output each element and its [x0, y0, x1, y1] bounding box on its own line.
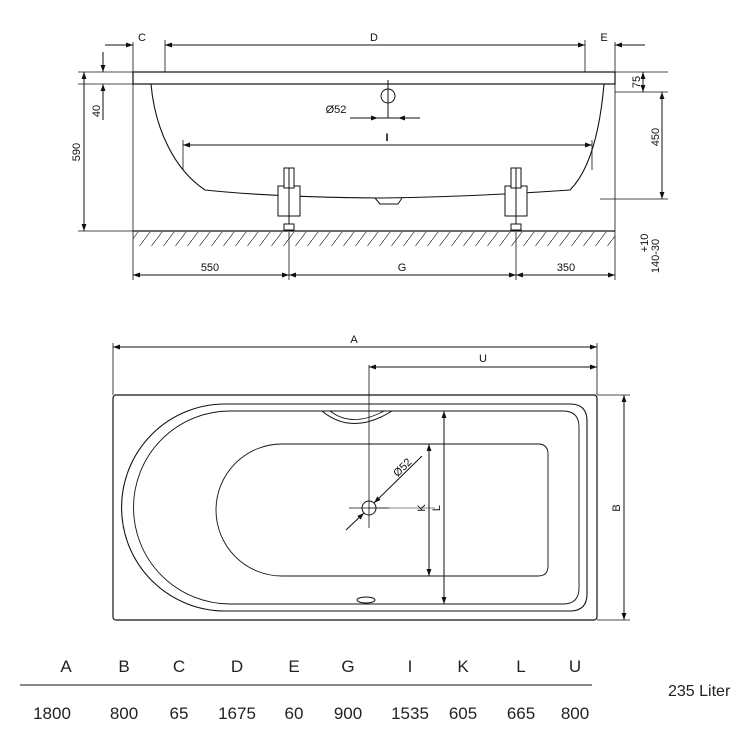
overflow-bottom — [356, 596, 376, 604]
floor-hatch — [133, 232, 615, 246]
label-drain-diameter-top: Ø52 — [391, 456, 414, 479]
tub-outer-rim — [112, 394, 598, 621]
table-header-b: B — [118, 657, 129, 676]
table-value-d: 1675 — [218, 704, 256, 723]
label-b: B — [611, 504, 623, 511]
tub-inner-rim — [121, 403, 588, 612]
table-header-u: U — [569, 657, 581, 676]
table-header-k: K — [457, 657, 469, 676]
table-header-a: A — [60, 657, 72, 676]
table-value-a: 1800 — [33, 704, 71, 723]
table-header-d: D — [231, 657, 243, 676]
side-view — [78, 40, 668, 280]
label-550: 550 — [201, 262, 219, 274]
label-75: 75 — [631, 76, 643, 88]
label-350: 350 — [557, 262, 575, 274]
table-value-k: 605 — [449, 704, 477, 723]
label-drain-diameter-side: Ø52 — [326, 104, 347, 116]
tub-basin-bottom — [215, 443, 549, 577]
label-d: D — [370, 32, 378, 44]
label-e: E — [600, 32, 607, 44]
label-i: I — [385, 132, 388, 144]
tub-rim — [132, 71, 616, 85]
label-u: U — [479, 353, 487, 365]
overflow-top — [321, 410, 393, 424]
table-value-l: 665 — [507, 704, 535, 723]
table-header-g: G — [341, 657, 354, 676]
table-header-e: E — [288, 657, 299, 676]
label-c: C — [138, 32, 146, 44]
table-value-b: 800 — [110, 704, 138, 723]
label-450: 450 — [650, 128, 662, 146]
table-value-g: 900 — [334, 704, 362, 723]
drain-outlet — [374, 197, 403, 205]
top-view — [112, 343, 630, 621]
table-value-c: 65 — [170, 704, 189, 723]
label-k: K — [416, 504, 428, 512]
foot-left — [277, 167, 301, 231]
label-feet-bottom: 140-30 — [650, 239, 662, 273]
table-value-e: 60 — [285, 704, 304, 723]
label-40: 40 — [91, 105, 103, 117]
label-feet-top: +10 — [639, 234, 651, 253]
table-header-i: I — [408, 657, 413, 676]
foot-right — [504, 167, 528, 231]
dimension-table: A B C D E G I K L U 1800 800 65 1675 60 900 1535 605 665 80… — [33, 657, 589, 723]
table-header-l: L — [516, 657, 525, 676]
table-value-i: 1535 — [391, 704, 429, 723]
label-g: G — [398, 262, 407, 274]
table-header-c: C — [173, 657, 185, 676]
label-a: A — [350, 334, 358, 346]
label-590: 590 — [71, 143, 83, 161]
tub-basin-edge — [133, 410, 580, 605]
label-l: L — [431, 505, 443, 511]
table-value-u: 800 — [561, 704, 589, 723]
tub-basin-profile — [150, 83, 605, 199]
capacity-label: 235 Liter — [668, 683, 731, 700]
